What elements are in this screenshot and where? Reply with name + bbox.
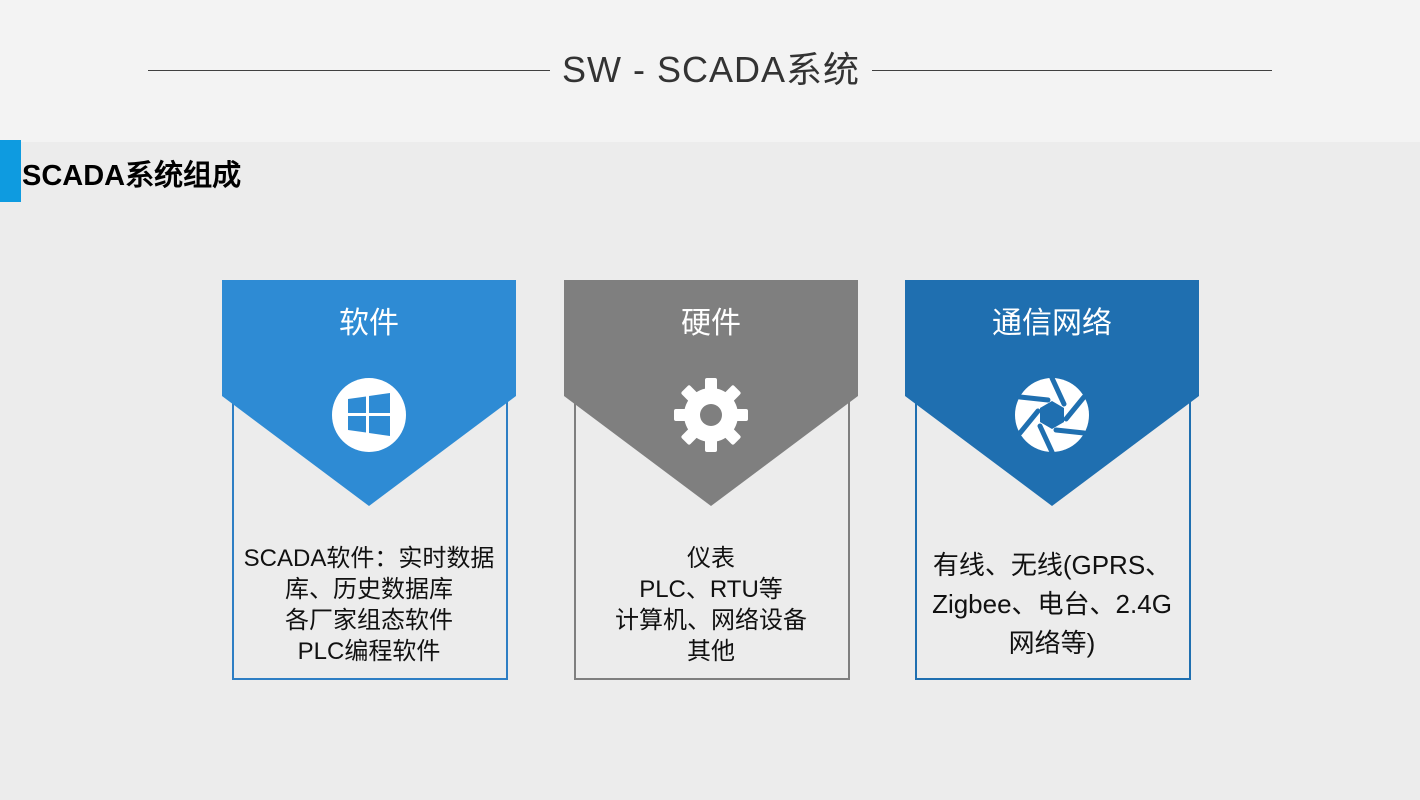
card-title: 硬件: [681, 307, 741, 340]
card-line: 有线、无线(GPRS、: [932, 550, 1172, 580]
card-description: SCADA软件：实时数据 库、历史数据库 各厂家组态软件 PLC编程软件: [234, 543, 504, 667]
card-line: 网络等): [1008, 628, 1096, 658]
card-line: 仪表: [687, 545, 735, 572]
card-line: PLC、RTU等: [639, 576, 783, 603]
title-divider-right: [872, 70, 1272, 71]
card-network: 通信网络 有线、无线(GPRS、 Zigbee、电台、2.4G 网络等): [905, 280, 1199, 680]
card-hardware: 硬件 仪表 PLC、RTU等 计算机、网络设备 其他: [564, 280, 858, 680]
header-band: [0, 0, 1420, 142]
card-description: 仪表 PLC、RTU等 计算机、网络设备 其他: [576, 543, 846, 667]
aperture-icon: [1015, 377, 1089, 453]
card-line: 计算机、网络设备: [615, 607, 807, 634]
gear-icon: [674, 378, 748, 452]
card-line: 其他: [687, 638, 735, 665]
title-divider-left: [148, 70, 550, 71]
card-description: 有线、无线(GPRS、 Zigbee、电台、2.4G 网络等): [917, 546, 1187, 663]
card-line: Zigbee、电台、2.4G: [932, 589, 1172, 619]
page-title: SW - SCADA系统: [561, 49, 860, 90]
card-title: 软件: [339, 307, 399, 340]
card-line: PLC编程软件: [297, 638, 441, 665]
section-title: SCADA系统组成: [22, 160, 242, 192]
windows-icon: [332, 378, 406, 452]
card-line: 库、历史数据库: [285, 576, 453, 603]
card-software: 软件 SCADA软件：实时数据 库、历史数据库 各厂家组态软件 PLC编程软件: [222, 280, 516, 680]
card-line: 各厂家组态软件: [285, 607, 453, 634]
section-accent-bar: [0, 140, 21, 202]
card-line: SCADA软件：实时数据: [243, 545, 495, 572]
card-title: 通信网络: [992, 307, 1112, 340]
